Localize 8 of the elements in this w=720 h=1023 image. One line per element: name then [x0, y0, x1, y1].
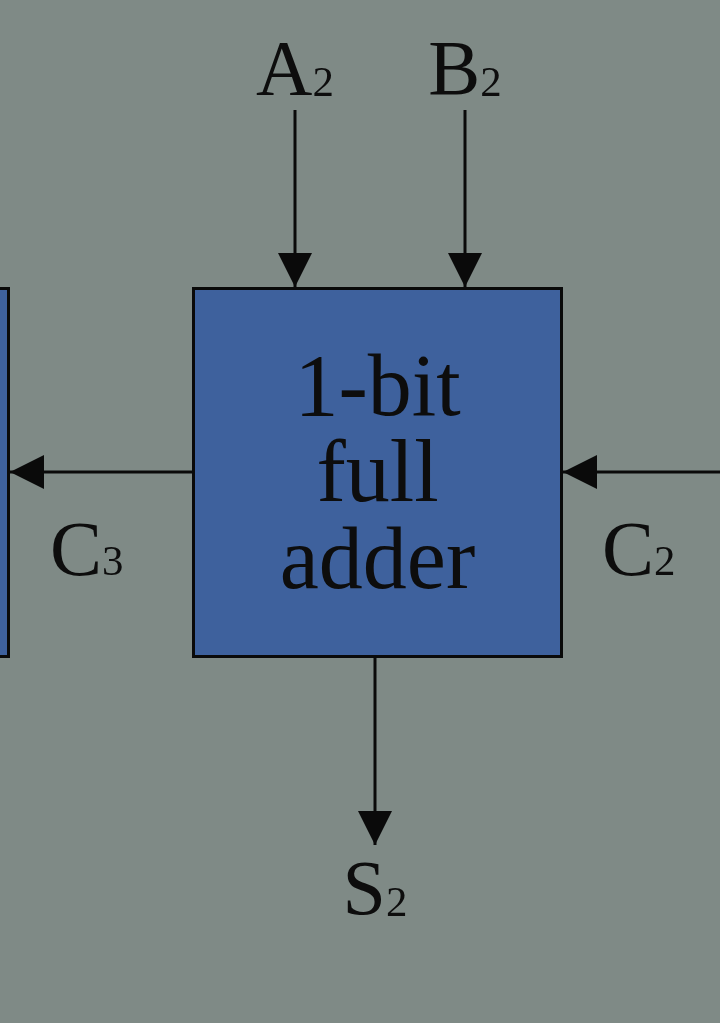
arrow	[358, 658, 392, 845]
adder-block-edge	[0, 287, 10, 658]
arrow	[10, 455, 192, 489]
arrow	[278, 110, 312, 287]
block-label: 1-bit full adder	[278, 343, 477, 602]
arrow	[563, 455, 720, 489]
adder-block	[192, 287, 563, 658]
arrow	[448, 110, 482, 287]
